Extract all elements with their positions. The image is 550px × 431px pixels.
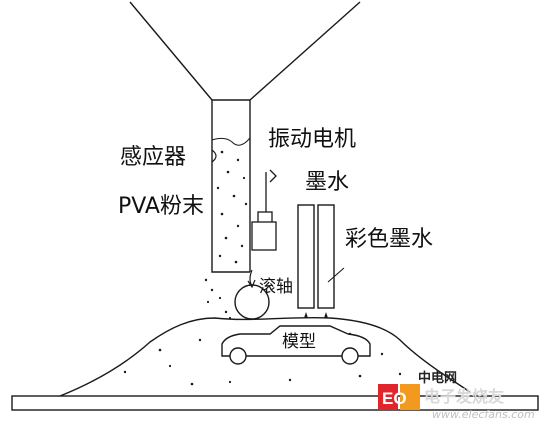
label-vibration-motor: 振动电机: [268, 127, 356, 152]
logo-text: EO: [382, 389, 407, 408]
powder-surface: [211, 137, 251, 146]
elecfans-watermark: EO 中电网 电子发烧友 www.elecfans.com: [378, 370, 535, 421]
vibration-motor: [251, 169, 277, 251]
car-model: [221, 325, 371, 365]
powder-hopper: [211, 100, 251, 273]
powder-bed: [59, 316, 471, 397]
ink-cartridge: [297, 204, 315, 309]
label-model: 模型: [282, 332, 316, 352]
sensor-bump: [211, 149, 217, 163]
watermark-brand: 电子发烧友: [424, 387, 505, 406]
label-color-ink: 彩色墨水: [345, 227, 433, 252]
watermark-url: www.elecfans.com: [432, 408, 535, 421]
watermark-site-name: 中电网: [418, 370, 457, 386]
powder-funnel: [129, 1, 361, 101]
powder-dots: [216, 150, 248, 264]
falling-powder: [204, 278, 232, 320]
leader-lines: [327, 267, 345, 283]
label-pva-powder: PVA粉末: [118, 194, 204, 219]
logo-red-block: [378, 384, 398, 410]
color-ink-cartridge: [317, 204, 335, 309]
ink-cartridges: [297, 204, 335, 309]
label-roller: 滚轴: [259, 277, 293, 297]
roller-rotation-arrow: [249, 269, 253, 287]
label-ink: 墨水: [305, 170, 349, 195]
ink-drops: [304, 312, 328, 318]
logo-orange-block: [400, 384, 420, 410]
label-sensor: 感应器: [120, 145, 186, 170]
